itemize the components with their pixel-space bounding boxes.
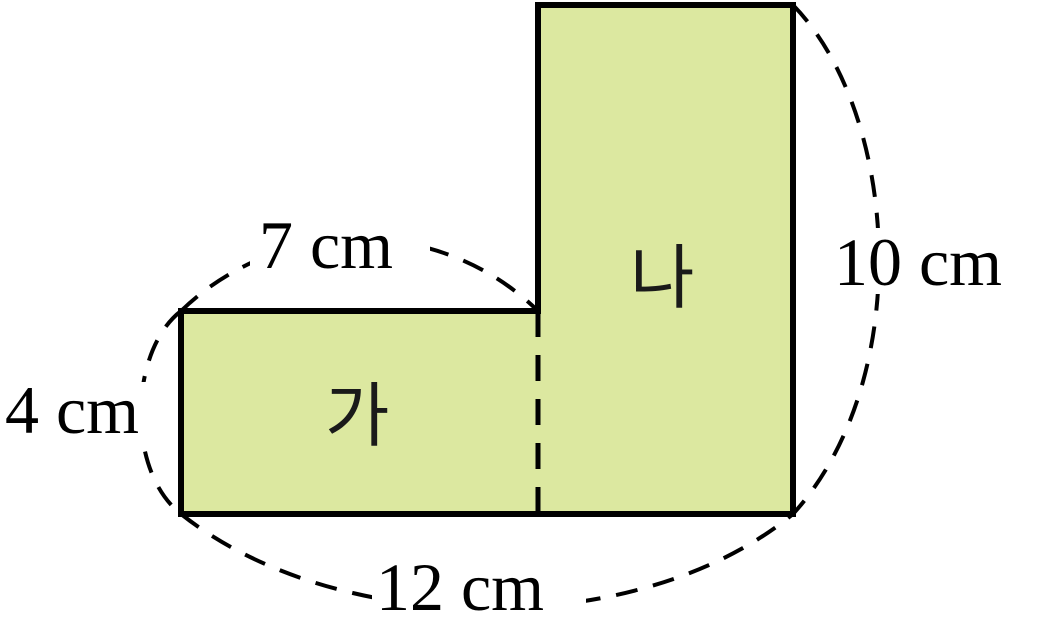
- right-height-arc: [791, 3, 881, 516]
- l-shape-outline: [178, 2, 796, 517]
- left-height-arc: [138, 309, 183, 516]
- l-shape-fill: [181, 5, 793, 514]
- bottom-width-arc: [179, 512, 795, 611]
- dimension-label-bottom: 12 cm: [376, 549, 544, 625]
- dimension-label-right: 10 cm: [834, 224, 1002, 300]
- region-label-na: 나: [630, 237, 694, 319]
- dimension-label-top-left: 7 cm: [259, 207, 393, 283]
- region-label-ga: 가: [325, 375, 389, 457]
- dimension-label-left: 4 cm: [5, 372, 139, 448]
